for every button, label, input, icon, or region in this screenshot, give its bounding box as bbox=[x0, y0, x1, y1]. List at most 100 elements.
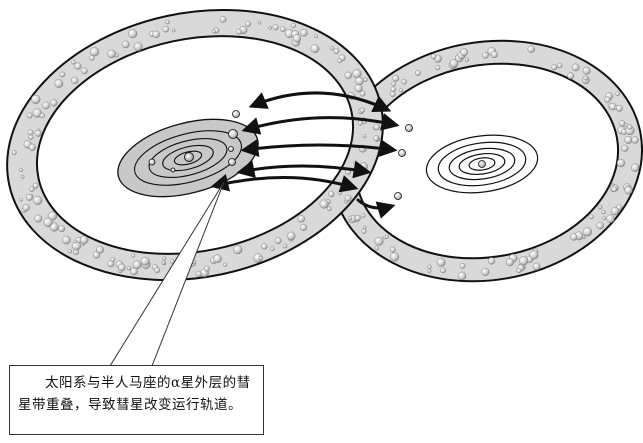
comet-dot bbox=[427, 264, 432, 269]
comet-dot bbox=[357, 120, 363, 126]
caption-text: 太阳系与半人马座的α星外层的彗星带重叠，导致彗星改变运行轨道。 bbox=[18, 375, 251, 413]
comet-dot bbox=[516, 268, 522, 274]
comet-dot bbox=[464, 57, 469, 62]
comet-dot bbox=[282, 243, 288, 249]
comet-dot bbox=[50, 99, 58, 107]
comet-dot bbox=[329, 45, 334, 51]
comet-dot bbox=[211, 29, 216, 34]
comet-dot bbox=[374, 246, 379, 251]
comet-dot bbox=[132, 260, 142, 270]
comet-dot bbox=[352, 69, 362, 79]
comet-dot bbox=[624, 135, 633, 144]
comet-dot bbox=[34, 129, 42, 137]
comet-dot bbox=[348, 216, 353, 221]
double-arrow-icon bbox=[241, 113, 400, 135]
comet-dot bbox=[616, 104, 623, 112]
caption-box: 太阳系与半人马座的α星外层的彗星带重叠，导致彗星改变运行轨道。 bbox=[9, 365, 264, 435]
comet-dot bbox=[490, 51, 498, 59]
comet-dot bbox=[162, 256, 167, 261]
comet-dot bbox=[258, 256, 263, 261]
comet-dot bbox=[300, 28, 308, 37]
comet-dot bbox=[391, 81, 396, 87]
comet-dot bbox=[28, 134, 34, 140]
comet-dot bbox=[171, 28, 176, 33]
comet-dot bbox=[389, 246, 396, 253]
comet-dot bbox=[274, 237, 282, 244]
comet-dot bbox=[19, 168, 23, 172]
comet-dot bbox=[362, 134, 367, 138]
comet-dot bbox=[362, 225, 367, 230]
comet-dot bbox=[354, 214, 361, 221]
comet-dot bbox=[26, 193, 33, 201]
comet-dot bbox=[627, 124, 633, 130]
comet-dot bbox=[31, 94, 41, 105]
comet-dot bbox=[272, 24, 279, 31]
comet-dot bbox=[602, 216, 606, 221]
comet-dot bbox=[337, 58, 342, 64]
comet-dot bbox=[344, 194, 352, 202]
sun-icon bbox=[184, 152, 194, 162]
comet-dot bbox=[459, 262, 466, 269]
comet-dot bbox=[354, 84, 363, 93]
comet-dot bbox=[398, 149, 406, 157]
comet-dot bbox=[32, 182, 39, 189]
comet-dot bbox=[611, 186, 618, 192]
comet-dot bbox=[624, 186, 633, 195]
comet-dot bbox=[107, 49, 116, 59]
comet-dot bbox=[81, 67, 88, 75]
comet-dot bbox=[133, 42, 143, 52]
comet-dot bbox=[363, 77, 368, 82]
captured-comets bbox=[394, 124, 413, 200]
planet-dot bbox=[228, 146, 234, 152]
comet-dot bbox=[233, 245, 243, 255]
comet-dot bbox=[435, 64, 441, 71]
double-arrow-icon bbox=[240, 139, 398, 158]
comet-dot bbox=[39, 112, 45, 119]
comet-dot bbox=[96, 245, 104, 254]
comet-dot bbox=[228, 129, 238, 139]
comet-dot bbox=[570, 233, 578, 241]
comet-dot bbox=[279, 26, 286, 32]
double-arrow-icon bbox=[210, 173, 359, 193]
comet-dot bbox=[195, 270, 202, 277]
comet-dot bbox=[405, 124, 413, 132]
comet-dot bbox=[619, 120, 626, 127]
comet-dot bbox=[616, 158, 626, 168]
comet-dot bbox=[373, 123, 380, 131]
comet-dot bbox=[130, 267, 138, 276]
comet-dot bbox=[615, 91, 621, 96]
double-arrow-icon bbox=[236, 160, 372, 179]
comet-dot bbox=[118, 263, 126, 272]
comet-dot bbox=[20, 174, 25, 179]
comet-dot bbox=[310, 44, 320, 53]
comet-dot bbox=[505, 258, 514, 267]
comet-dot bbox=[390, 86, 396, 93]
comet-dot bbox=[261, 243, 268, 250]
comet-dot bbox=[482, 52, 489, 59]
comet-dot bbox=[355, 76, 364, 86]
comet-dot bbox=[79, 235, 89, 245]
comet-dot bbox=[621, 144, 629, 152]
alpha-centauri-orbits bbox=[425, 134, 539, 194]
comet-dot bbox=[222, 262, 227, 267]
planet-dot bbox=[170, 167, 176, 173]
comet-dot bbox=[571, 63, 580, 72]
comet-dot bbox=[42, 101, 50, 110]
comet-dot bbox=[203, 265, 210, 272]
comet-dot bbox=[28, 143, 36, 151]
comet-dot bbox=[394, 192, 402, 200]
comet-dot bbox=[529, 250, 539, 260]
comet-dot bbox=[300, 223, 308, 231]
comet-dot bbox=[29, 186, 35, 192]
comet-dot bbox=[361, 228, 367, 234]
comet-dot bbox=[121, 40, 130, 49]
comet-dot bbox=[389, 91, 396, 98]
comet-dot bbox=[71, 59, 76, 65]
comet-dot bbox=[26, 112, 33, 119]
comet-dot bbox=[89, 55, 95, 61]
comet-dot bbox=[62, 235, 71, 245]
comet-dot bbox=[161, 260, 166, 265]
comet-dot bbox=[582, 66, 591, 75]
comet-dot bbox=[449, 59, 459, 68]
comet-dot bbox=[73, 239, 78, 244]
